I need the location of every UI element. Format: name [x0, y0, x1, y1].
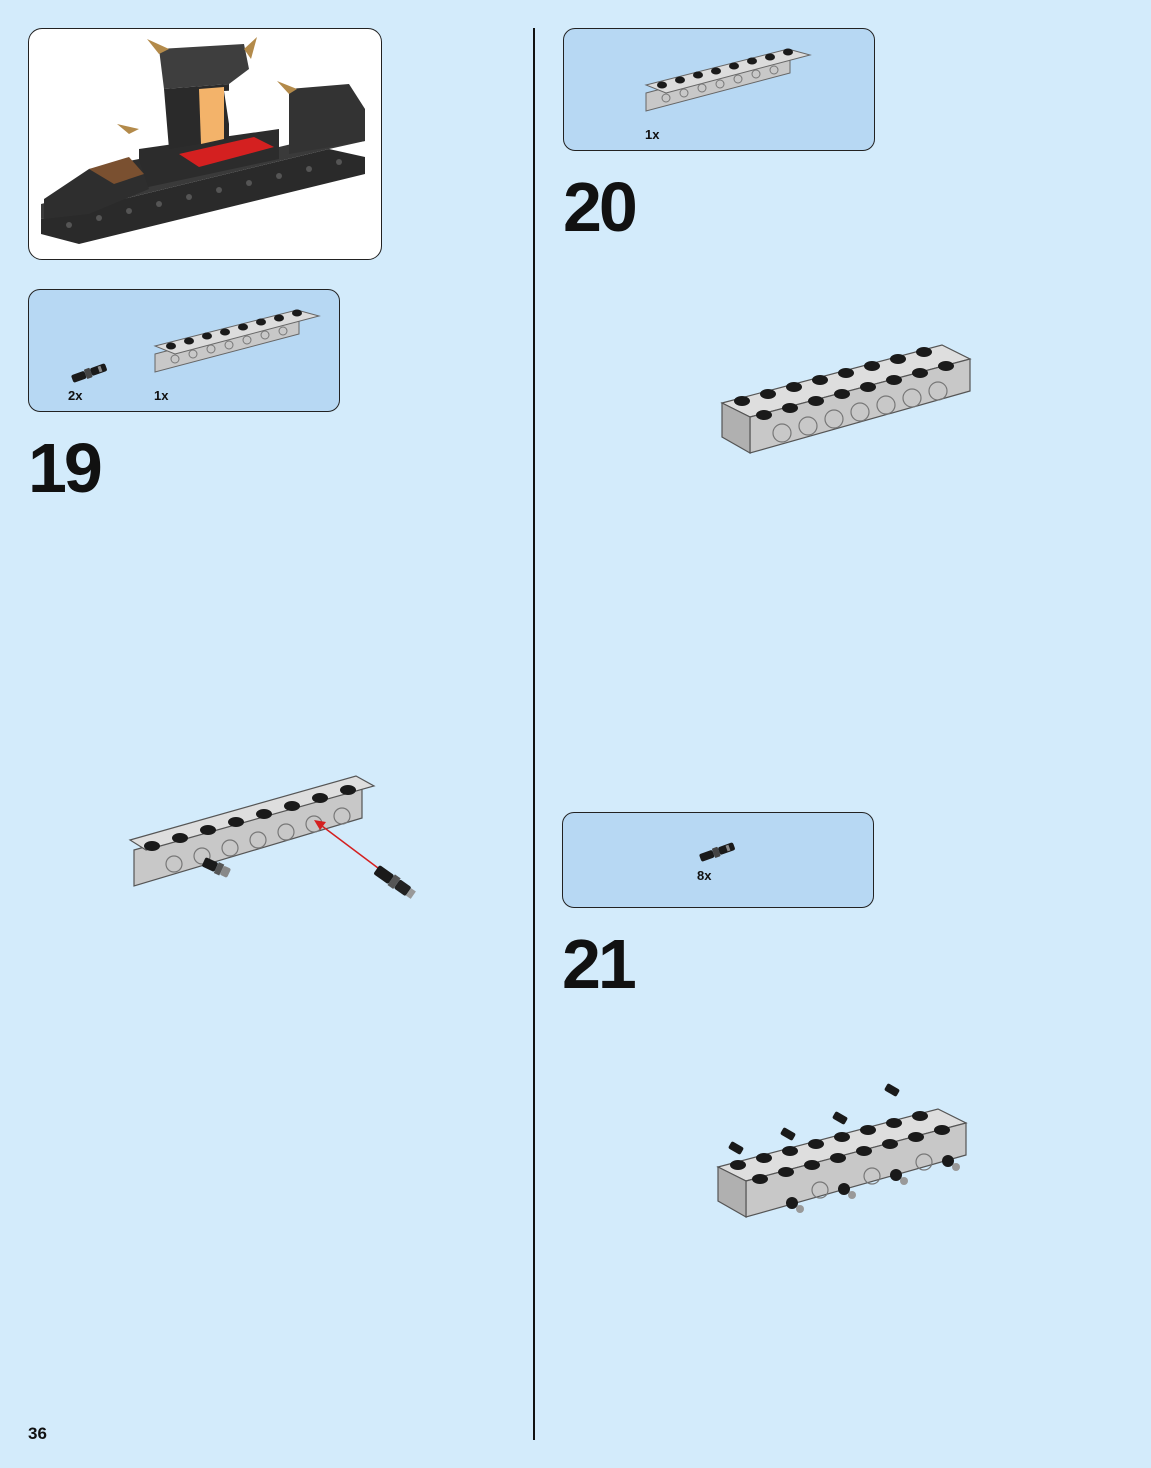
step-number-19: 19: [28, 429, 103, 507]
axle-pin-icon: [699, 842, 735, 862]
technic-brick-1x8-icon: [644, 48, 812, 112]
part-qty-technic-brick: 1x: [645, 127, 660, 142]
page-number: 36: [28, 1424, 47, 1443]
step-21-assembly-image: [716, 1083, 968, 1219]
part-qty-axle-pin: 2x: [68, 388, 83, 403]
parts-callout-step-21: 8x: [562, 812, 874, 908]
column-divider: [533, 28, 535, 1440]
step-20-assembly-image: [720, 344, 972, 455]
step-19-assembly-image: [128, 775, 416, 899]
step-number-21: 21: [562, 925, 637, 1003]
submodel-vehicle-image: [41, 37, 365, 244]
step-number-20: 20: [563, 168, 638, 246]
part-qty-technic-brick: 1x: [154, 388, 169, 403]
submodel-preview-panel: [28, 28, 382, 260]
technic-brick-1x8-icon: [153, 309, 321, 373]
part-qty-axle-pin: 8x: [697, 868, 712, 883]
axle-pin-icon: [71, 363, 107, 383]
parts-callout-step-19: 2x 1x: [28, 289, 340, 412]
parts-callout-step-20: 1x: [563, 28, 875, 151]
